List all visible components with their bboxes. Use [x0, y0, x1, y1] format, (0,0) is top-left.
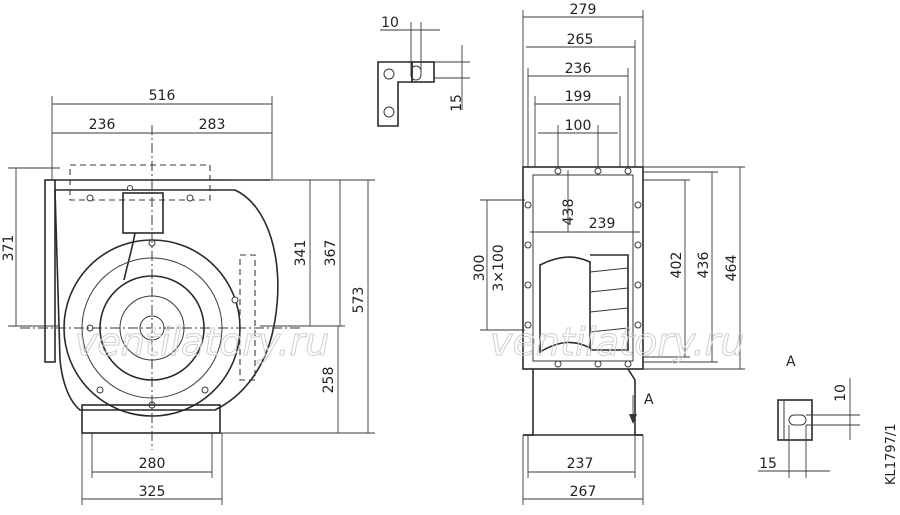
dim-front-573: 573: [351, 287, 367, 314]
dim-front-341: 341: [293, 240, 309, 267]
dim-side-3x100: 3×100: [491, 244, 507, 291]
dim-side-279: 279: [570, 2, 597, 18]
drawing-code: KL1797/1: [884, 423, 899, 485]
dim-front-367: 367: [323, 240, 339, 267]
detail-a: A 10 15: [758, 354, 860, 478]
dim-side-300: 300: [472, 255, 488, 282]
front-outlet-dashed: [69, 164, 211, 201]
dim-side-100: 100: [565, 118, 592, 134]
dim-front-280: 280: [139, 456, 166, 472]
watermark-left: ventilatory.ru: [75, 320, 329, 364]
front-scroll-housing: [54, 189, 279, 411]
dim-side-265: 265: [567, 32, 594, 48]
dim-detail-15: 15: [759, 456, 777, 472]
arrow-label-a: A: [644, 392, 654, 408]
detail-plate: [777, 399, 813, 441]
front-flange: [44, 179, 56, 363]
front-base: [81, 404, 221, 434]
dim-side-199: 199: [565, 89, 592, 105]
dim-front-371: 371: [1, 235, 17, 262]
detail-label-a: A: [786, 354, 796, 370]
dim-front-258: 258: [321, 367, 337, 394]
dim-detail-10: 10: [833, 384, 849, 402]
dim-side-267: 267: [570, 484, 597, 500]
side-frame: [522, 166, 644, 370]
dim-side-402: 402: [669, 252, 685, 279]
side-view: 279 265 236 199 100 438 239 300 3×100: [472, 2, 745, 505]
dim-side-239: 239: [589, 216, 616, 232]
motor-box: [122, 192, 164, 234]
dim-side-438: 438: [561, 199, 577, 226]
bracket-plate: [377, 61, 413, 127]
front-view: 516 236 283 371 341 367 573 258 280 325: [1, 88, 375, 505]
bracket-detail: 10 15: [377, 15, 470, 127]
dim-bracket-15: 15: [449, 94, 465, 112]
watermark-right: ventilatory.ru: [490, 320, 744, 364]
dim-side-464: 464: [724, 255, 740, 282]
dim-side-236: 236: [565, 61, 592, 77]
side-impeller: [539, 256, 591, 354]
view-arrow-icon: [629, 414, 637, 424]
dim-front-516: 516: [149, 88, 176, 104]
cable: [123, 232, 136, 281]
dim-side-436: 436: [696, 252, 712, 279]
dim-front-283: 283: [199, 117, 226, 133]
dim-front-325: 325: [139, 484, 166, 500]
dim-front-236: 236: [89, 117, 116, 133]
dim-side-237: 237: [567, 456, 594, 472]
dim-bracket-10: 10: [381, 15, 399, 31]
